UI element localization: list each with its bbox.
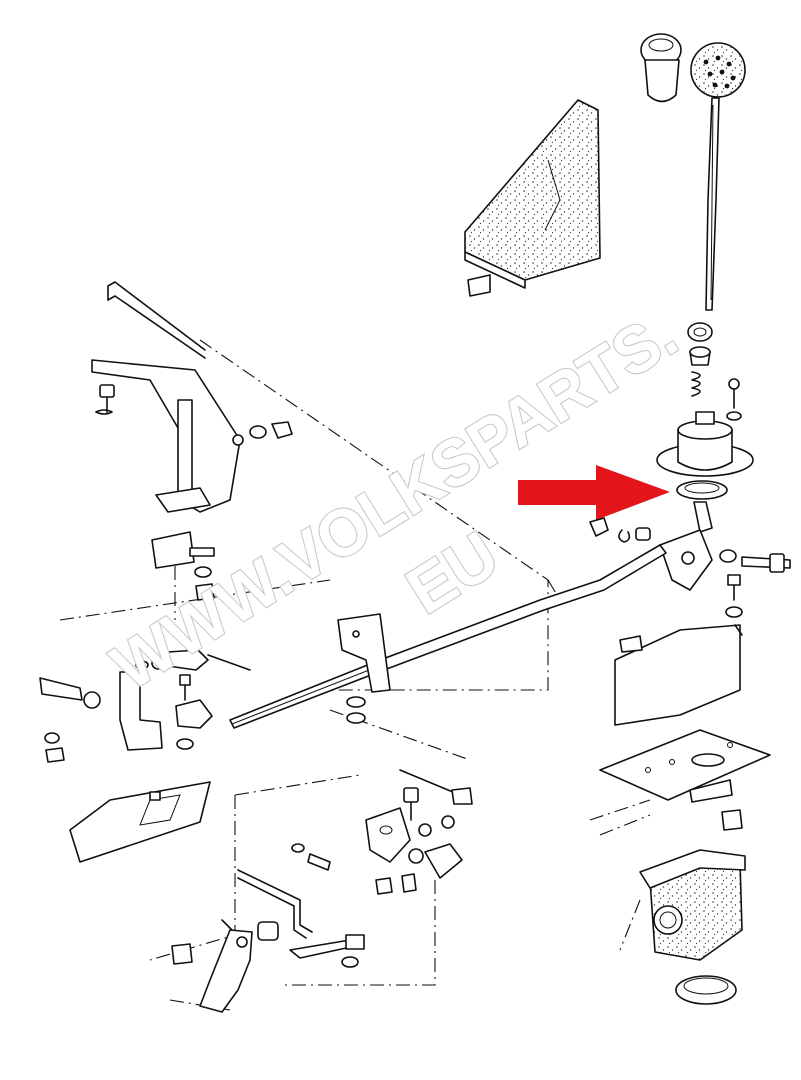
ball-joint-link [167, 649, 251, 671]
watermark-line-2: EU [394, 517, 511, 628]
lower-nuts [375, 873, 417, 895]
bottom-bushing [257, 921, 279, 941]
lower-washer-bolt [291, 843, 331, 871]
upper-left-link-rod [107, 281, 206, 359]
bottom-nut [171, 943, 193, 965]
nut-left-bottom [45, 747, 65, 763]
lower-mount-bolt [403, 787, 419, 821]
lever-small-bolt [728, 378, 740, 409]
coupling-washer [719, 549, 737, 563]
lower-link-rod [399, 769, 473, 805]
highlight-arrow [518, 465, 670, 520]
washer-front-lower [176, 738, 194, 750]
washer-mid-left [194, 566, 212, 578]
shift-rod [229, 544, 667, 729]
lower-clip-fork [424, 843, 463, 879]
bushing-small [635, 527, 651, 541]
washer-left-bottom [44, 732, 60, 744]
spring-clip [618, 529, 631, 543]
nut-upper-left [271, 421, 293, 439]
washer-front-left [135, 660, 149, 670]
bottom-connecting-rod [237, 869, 313, 939]
coupling-bolt [741, 553, 791, 573]
base-nut [721, 809, 743, 831]
cotter-pin [95, 409, 113, 415]
gear-lever-ring [676, 480, 728, 500]
bottom-cotter-pin [221, 919, 233, 931]
gearbox-housing-block [639, 849, 746, 961]
lever-bushing [689, 346, 711, 366]
lever-lower-link [693, 501, 713, 533]
shift-bracket-left [91, 359, 244, 513]
shift-boot [464, 99, 601, 297]
bracket-mount-bolt [99, 384, 115, 413]
selector-lever [119, 671, 163, 751]
rod-end-eye [39, 677, 101, 709]
housing-rubber-seal [675, 975, 737, 1005]
bottom-link-rod [289, 934, 365, 959]
front-clamp [175, 699, 213, 729]
lower-bushings [408, 815, 455, 864]
nut-mid-left [195, 583, 215, 601]
protection-plate [69, 781, 211, 863]
lower-relay-lever [365, 807, 411, 863]
small-nut-left [589, 517, 609, 537]
base-plate [599, 729, 771, 803]
lever-washer [726, 411, 742, 421]
bottom-selector-lever [199, 929, 253, 1013]
gear-knob-golf-ball [690, 42, 746, 98]
shift-rod-coupling [659, 529, 713, 591]
bushing-front-left [151, 656, 165, 670]
gear-knob-plain [640, 33, 682, 103]
gear-shift-lever [705, 97, 720, 311]
washer-upper-left [249, 425, 267, 439]
gasket-plate [151, 531, 215, 569]
shift-housing-cover [614, 624, 743, 726]
shift-lever-housing [656, 411, 754, 477]
front-lever-bolt [179, 674, 191, 701]
bottom-washer [341, 956, 359, 968]
lever-retaining-ring [687, 322, 713, 342]
front-washer-stack [346, 696, 366, 724]
lever-spring [691, 371, 701, 397]
shift-lever-plate [337, 613, 391, 693]
coupling-bolt-vertical [725, 574, 743, 618]
